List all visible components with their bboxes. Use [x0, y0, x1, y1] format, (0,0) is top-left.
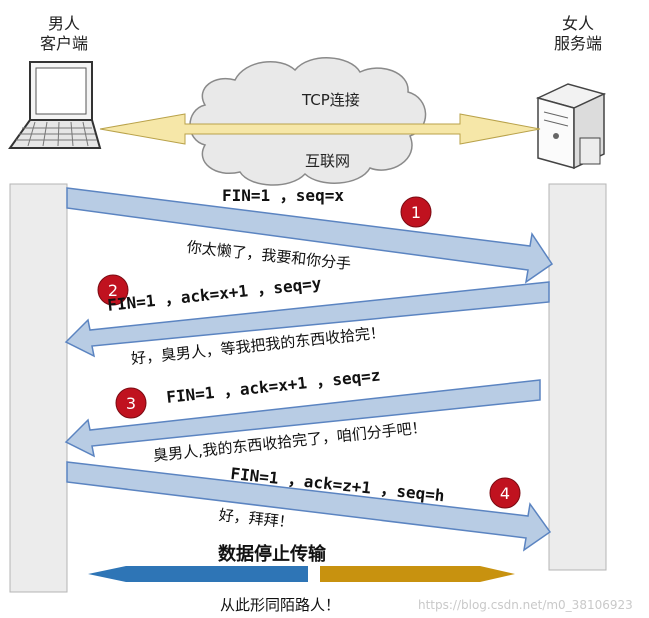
server-label: 女人 服务端	[540, 14, 616, 54]
badge-step-1	[400, 196, 432, 228]
server-icon	[535, 83, 607, 170]
packet-step-1: FIN=1 ，seq=x	[222, 186, 344, 205]
server-label-line1: 女人	[561, 14, 594, 33]
badge-number-4: 4	[500, 484, 510, 503]
tcp-double-arrow	[99, 113, 541, 145]
client-label: 男人 客户端	[28, 14, 100, 54]
badge-number-2: 2	[108, 281, 118, 300]
client-timeline-bar	[9, 183, 68, 593]
badge-step-4	[489, 477, 521, 509]
badge-step-2	[97, 274, 129, 306]
arrow-step-4	[66, 461, 552, 552]
server-timeline-bar	[548, 183, 607, 571]
badge-number-1: 1	[411, 203, 421, 222]
arrow-step-2	[64, 281, 550, 358]
left-band-arrow	[88, 566, 308, 582]
tcp-label: TCP连接	[302, 91, 360, 109]
client-label-line2: 客户端	[39, 34, 88, 53]
stop-transmission-text: 数据停止传输	[218, 544, 326, 565]
internet-label: 互联网	[305, 152, 351, 170]
laptop-icon	[8, 61, 102, 149]
server-label-line2: 服务端	[553, 34, 602, 53]
badge-step-3	[115, 387, 147, 419]
right-band-arrow	[320, 566, 515, 582]
cloud-icon	[189, 57, 427, 186]
badge-number-3: 3	[126, 394, 136, 413]
watermark: https://blog.csdn.net/m0_38106923	[418, 598, 633, 612]
client-label-line1: 男人	[47, 14, 80, 33]
final-text: 从此形同陌路人！	[220, 596, 341, 614]
arrow-step-1	[66, 187, 554, 284]
arrow-step-3	[64, 379, 541, 458]
